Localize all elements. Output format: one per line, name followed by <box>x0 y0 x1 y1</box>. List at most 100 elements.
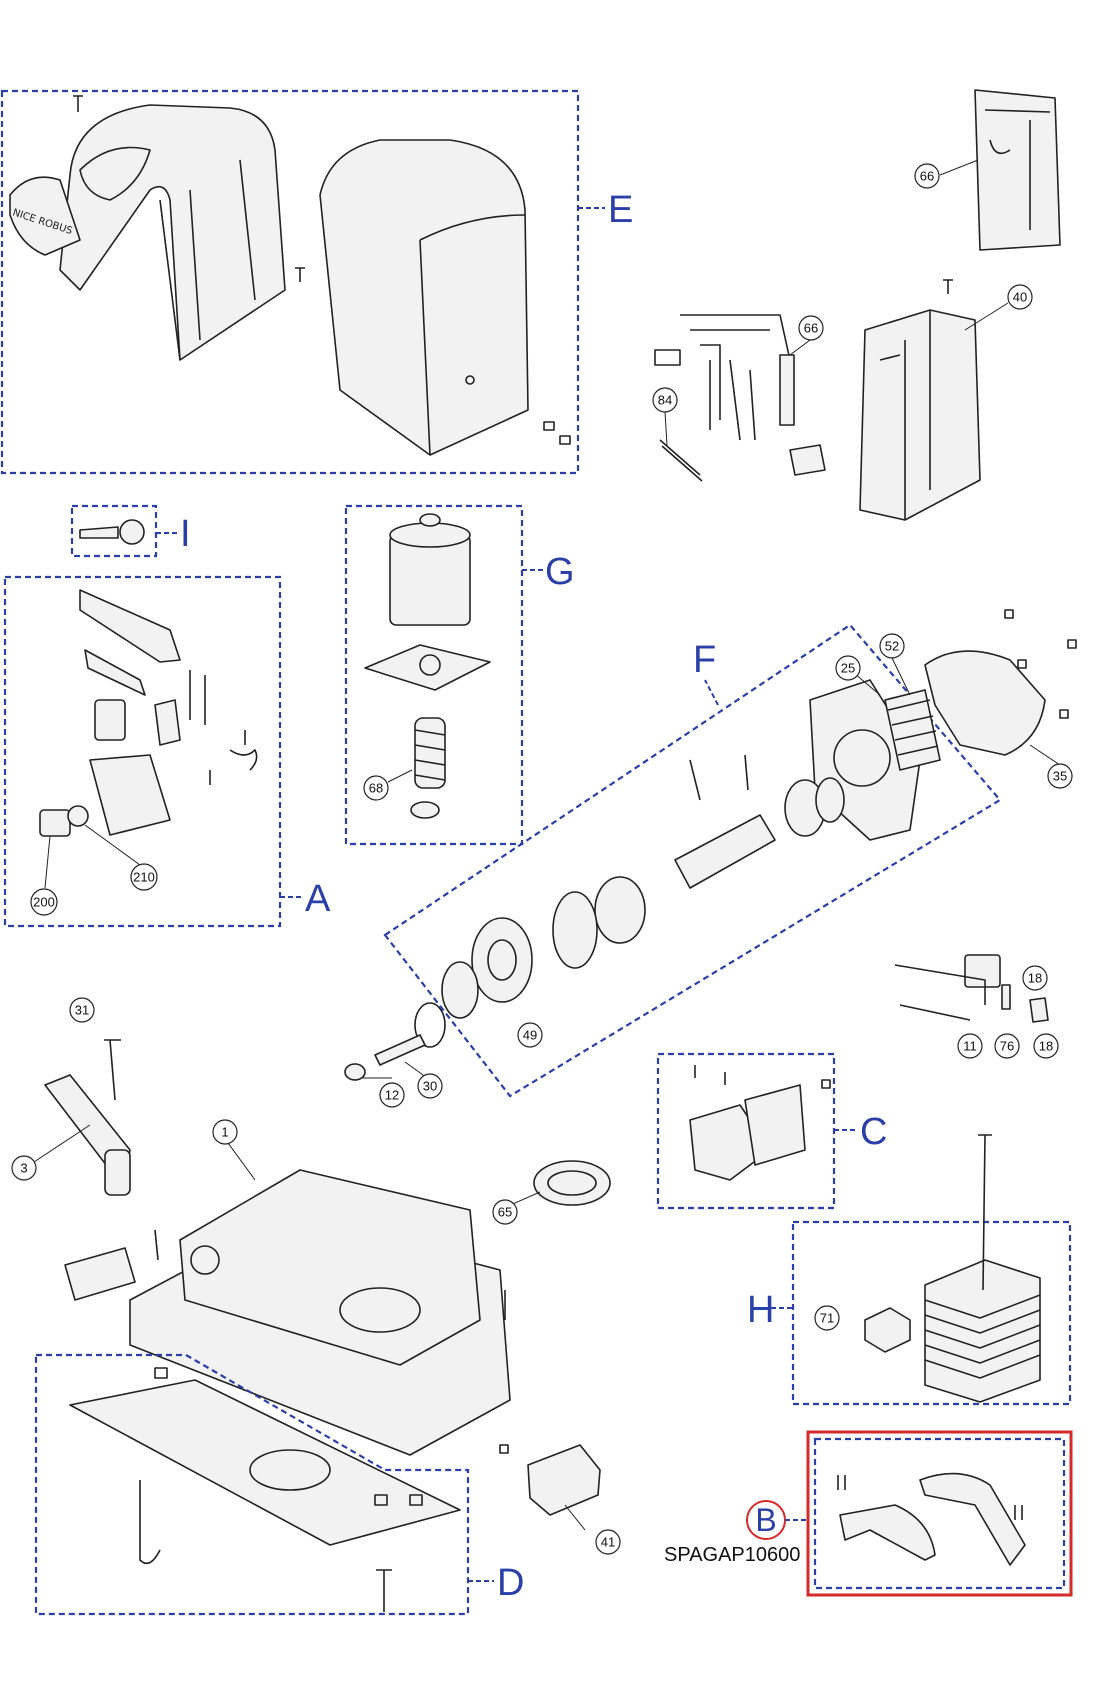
top-cover-part <box>59 104 286 361</box>
wiring-group: 66 84 <box>652 314 826 482</box>
svg-text:68: 68 <box>369 781 383 796</box>
pointer-line <box>33 1124 91 1163</box>
callout-18-clip: 18 <box>1033 1033 1059 1059</box>
seal-ring-part <box>533 1160 611 1206</box>
group-b-highlight-box <box>806 1430 1073 1597</box>
svg-text:65: 65 <box>498 1205 512 1220</box>
callout-65: 65 <box>492 1199 518 1225</box>
screw-31-part <box>104 1039 121 1101</box>
svg-text:35: 35 <box>1053 769 1067 784</box>
pointer-line <box>44 835 51 889</box>
panel-part <box>859 309 981 521</box>
callout-71: 71 <box>814 1305 840 1331</box>
group-i-label: I <box>180 513 191 555</box>
part-code: SPAGAP10600 <box>664 1544 800 1566</box>
screw <box>73 95 83 112</box>
cover-window <box>79 146 151 201</box>
seal-ring-inner <box>547 1170 597 1196</box>
pointer-line <box>664 411 668 446</box>
callout-40: 40 <box>1007 284 1033 310</box>
bracket-left-part <box>839 1504 936 1561</box>
callout-66-wiring: 66 <box>798 315 824 341</box>
callout-3: 3 <box>11 1155 37 1181</box>
motor-flange <box>364 644 491 691</box>
top-cover-edges <box>159 159 256 361</box>
cap-41-part <box>527 1444 601 1516</box>
gear-cover-parts: 25 52 35 <box>835 609 1077 789</box>
pointer-line <box>789 339 811 356</box>
housing-bore <box>833 729 891 787</box>
pointer-line <box>939 159 979 176</box>
svg-text:200: 200 <box>33 895 55 910</box>
svg-text:41: 41 <box>601 1535 615 1550</box>
group-e: NICE ROBUS E <box>0 89 633 475</box>
svg-text:49: 49 <box>523 1028 537 1043</box>
svg-text:3: 3 <box>20 1161 27 1176</box>
gear-bearing-part <box>441 961 479 1019</box>
group-h-label: H <box>747 1289 774 1331</box>
transformer-laminations <box>924 1294 1041 1379</box>
callout-84: 84 <box>652 387 678 413</box>
pointer-line <box>1029 744 1061 766</box>
svg-text:66: 66 <box>804 321 818 336</box>
group-d-box <box>34 1353 470 1616</box>
base-housing: 1 <box>64 1119 511 1456</box>
rectifier-71-part <box>864 1307 911 1353</box>
spring-block-part <box>154 699 181 746</box>
main-gear-part <box>471 917 533 1003</box>
end-cap-41: 41 <box>527 1444 621 1555</box>
group-b-box <box>813 1437 1066 1590</box>
side-cover-edges <box>419 214 526 456</box>
group-a-box <box>3 575 282 928</box>
callout-66-board: 66 <box>914 163 940 189</box>
seal-part <box>815 777 845 823</box>
lock-cylinder-part <box>39 809 71 837</box>
group-c: C <box>656 1052 887 1210</box>
group-f-label: F <box>693 639 716 681</box>
svg-text:12: 12 <box>385 1088 399 1103</box>
svg-text:76: 76 <box>1000 1039 1014 1054</box>
group-b: B SPAGAP10600 <box>664 1430 1073 1597</box>
pointer-line <box>564 1504 586 1531</box>
bracket-screws <box>837 1475 1023 1520</box>
latch-part <box>94 699 126 741</box>
svg-text:30: 30 <box>423 1079 437 1094</box>
encoder-disc-part <box>552 891 598 969</box>
base-screws <box>154 1229 509 1454</box>
wires-11-part <box>894 964 986 1021</box>
panel-40: 40 <box>859 279 1033 521</box>
plate-stud <box>376 1569 392 1612</box>
gearbox-body-part <box>179 1169 481 1366</box>
svg-text:25: 25 <box>841 661 855 676</box>
svg-text:18: 18 <box>1028 971 1042 986</box>
plate-cutout <box>249 1449 331 1491</box>
svg-text:40: 40 <box>1013 290 1027 305</box>
board-part <box>974 89 1061 251</box>
clip-part <box>789 444 826 476</box>
callout-52: 52 <box>879 633 905 659</box>
worm-gear <box>414 717 446 789</box>
end-cap-part <box>64 1247 136 1301</box>
panel-detail <box>879 310 931 520</box>
flange-hole <box>419 654 441 676</box>
pointer-line <box>891 657 911 696</box>
bracket-right-part <box>919 1472 1026 1566</box>
group-e-box <box>0 89 580 475</box>
control-board-66: 66 <box>914 89 1061 251</box>
svg-text:11: 11 <box>963 1039 977 1054</box>
group-b-label: B <box>755 1502 776 1538</box>
motor-body <box>389 534 471 626</box>
foundation-plate-part <box>69 1379 461 1546</box>
screw <box>943 279 953 294</box>
pointer-line <box>964 302 1009 331</box>
lock-washer <box>67 805 89 827</box>
cover-screws <box>1004 609 1077 719</box>
callout-1: 1 <box>212 1119 238 1145</box>
svg-text:66: 66 <box>920 169 934 184</box>
shaft-part <box>674 814 776 889</box>
svg-text:210: 210 <box>133 870 155 885</box>
nuts <box>543 421 571 445</box>
anchor-bolt-part <box>139 1480 161 1565</box>
group-d-label: D <box>497 1562 524 1604</box>
svg-text:71: 71 <box>820 1311 834 1326</box>
